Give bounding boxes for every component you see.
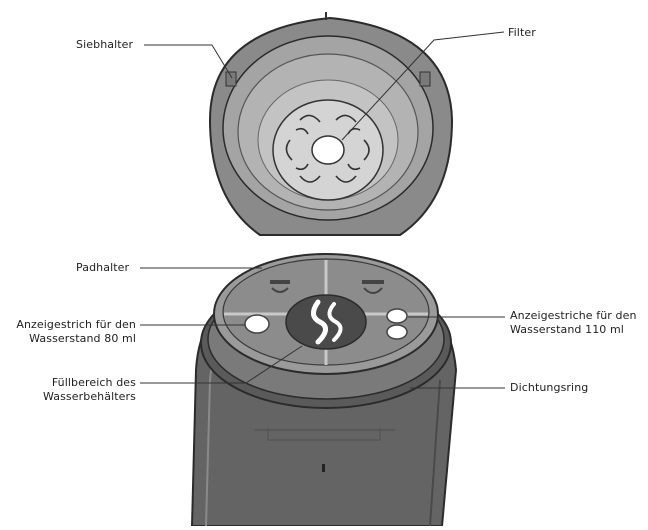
label-anzeige110-line2: Wasserstand 110 ml: [510, 323, 624, 336]
label-anzeige80-line1: Anzeigestrich für den: [16, 318, 136, 331]
label-anzeige80: Anzeigestrich für den Wasserstand 80 ml: [8, 318, 136, 346]
label-dichtungsring: Dichtungsring: [510, 381, 589, 394]
label-anzeige80-line2: Wasserstand 80 ml: [29, 332, 136, 345]
label-fuell-line1: Füllbereich des: [51, 376, 136, 389]
label-anzeige110: Anzeigestriche für den Wasserstand 110 m…: [510, 309, 637, 337]
leader-filter: [341, 31, 505, 141]
label-filter: Filter: [508, 26, 536, 39]
leader-fuell: [140, 345, 303, 384]
siebhalter-shape: [208, 12, 454, 236]
label-fuellbereich: Füllbereich des Wasserbehälters: [8, 376, 136, 404]
label-siebhalter: Siebhalter: [76, 38, 134, 51]
label-anzeige110-line1: Anzeigestriche für den: [510, 309, 637, 322]
leader-lines: [140, 31, 505, 389]
label-padhalter: Padhalter: [76, 261, 130, 274]
padhalter-shape: [213, 253, 439, 375]
label-fuell-line2: Wasserbehälters: [42, 390, 136, 403]
leader-siebhalter: [144, 44, 233, 79]
